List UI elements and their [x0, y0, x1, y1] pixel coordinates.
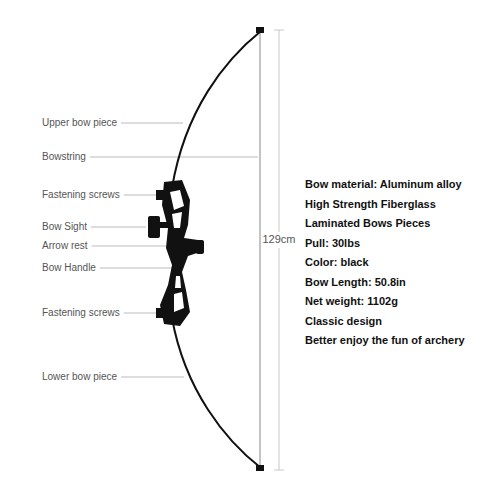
part-label: Lower bow piece — [42, 371, 117, 383]
spec-text: Bow Length: 50.8in — [305, 276, 406, 289]
part-label: Fastening screws — [42, 189, 120, 201]
fastening-screw — [156, 308, 166, 318]
bow-sight — [148, 216, 168, 238]
spec-text: Classic design — [305, 315, 382, 328]
part-label: Fastening screws — [42, 307, 120, 319]
dimension-line — [274, 30, 284, 470]
fastening-screw — [156, 190, 166, 200]
part-label: Bow Sight — [42, 221, 87, 233]
spec-text: Color: black — [305, 256, 369, 269]
leader-lines — [90, 123, 258, 377]
part-label: Bowstring — [42, 151, 86, 163]
bowstring — [260, 33, 261, 466]
part-label: Upper bow piece — [42, 117, 117, 129]
spec-text: Bow material: Aluminum alloy — [305, 178, 462, 191]
spec-text: High Strength Fiberglass — [305, 198, 436, 211]
part-label: Arrow rest — [42, 240, 88, 252]
spec-text: Net weight: 1102g — [305, 295, 398, 308]
bow-handle — [160, 180, 200, 326]
limb-tip — [256, 465, 264, 471]
limb-tip — [256, 27, 264, 33]
spec-text: Laminated Bows Pieces — [305, 217, 430, 230]
lower-limb — [172, 318, 261, 468]
spec-text: Better enjoy the fun of archery — [305, 334, 465, 347]
part-label: Bow Handle — [42, 262, 96, 274]
spec-text: Pull: 30lbs — [305, 237, 360, 250]
arrow-rest — [196, 240, 204, 254]
upper-limb — [172, 31, 261, 188]
dimension-label: 129cm — [261, 232, 296, 247]
